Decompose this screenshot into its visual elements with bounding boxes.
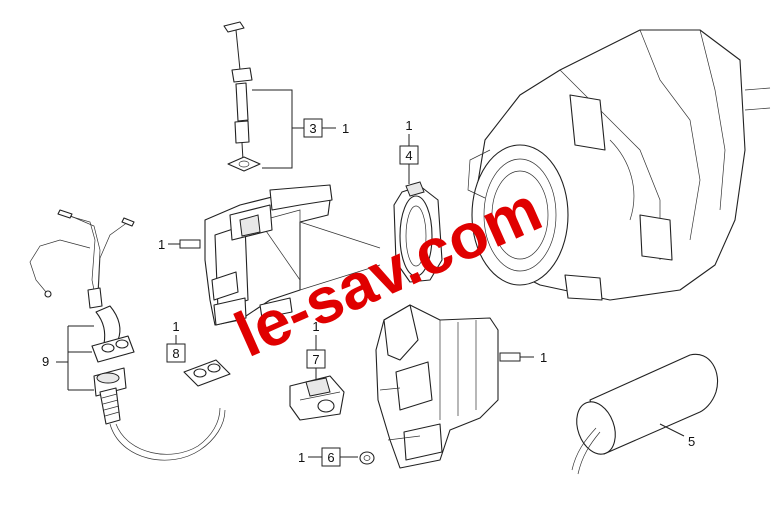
callout-8: 1 8 <box>166 319 186 363</box>
callout-6-qty: 1 <box>298 450 305 465</box>
callout-4-number: 4 <box>405 148 412 163</box>
callout-9-label: 9 <box>42 354 49 369</box>
switch-part <box>289 375 345 421</box>
callout-7: 1 7 <box>306 319 326 380</box>
cable-gland <box>91 305 226 461</box>
gasket-part <box>183 359 231 387</box>
ring-seal <box>393 181 443 283</box>
callout-8-number: 8 <box>172 346 179 361</box>
callout-3: 3 1 <box>252 89 349 169</box>
callout-3-qty: 1 <box>342 121 349 136</box>
callout-3-number: 3 <box>309 121 316 136</box>
capacitor <box>571 353 718 475</box>
motor-bracket <box>204 184 381 326</box>
wire-harness <box>29 209 135 309</box>
callout-7-number: 7 <box>312 352 319 367</box>
callout-4-qty: 1 <box>405 118 412 133</box>
motor-cover <box>375 304 499 469</box>
callout-4: 1 4 <box>399 118 419 184</box>
callout-5-label: 5 <box>688 434 695 449</box>
callout-housing-right: 1 <box>499 350 547 365</box>
callout-9: 9 <box>42 325 94 391</box>
callout-6: 1 6 <box>298 447 358 467</box>
callout-housing-left: 1 <box>158 237 201 252</box>
sensor-probe <box>223 21 261 172</box>
callout-8-qty: 1 <box>172 319 179 334</box>
callout-housing-right-qty: 1 <box>540 350 547 365</box>
callout-8-box <box>166 343 186 363</box>
callout-7-qty: 1 <box>312 319 319 334</box>
callout-housing-left-qty: 1 <box>158 237 165 252</box>
nut-part <box>359 451 375 465</box>
callout-5: 5 <box>659 423 695 449</box>
motor-assembly <box>467 29 771 301</box>
callout-6-number: 6 <box>327 450 334 465</box>
